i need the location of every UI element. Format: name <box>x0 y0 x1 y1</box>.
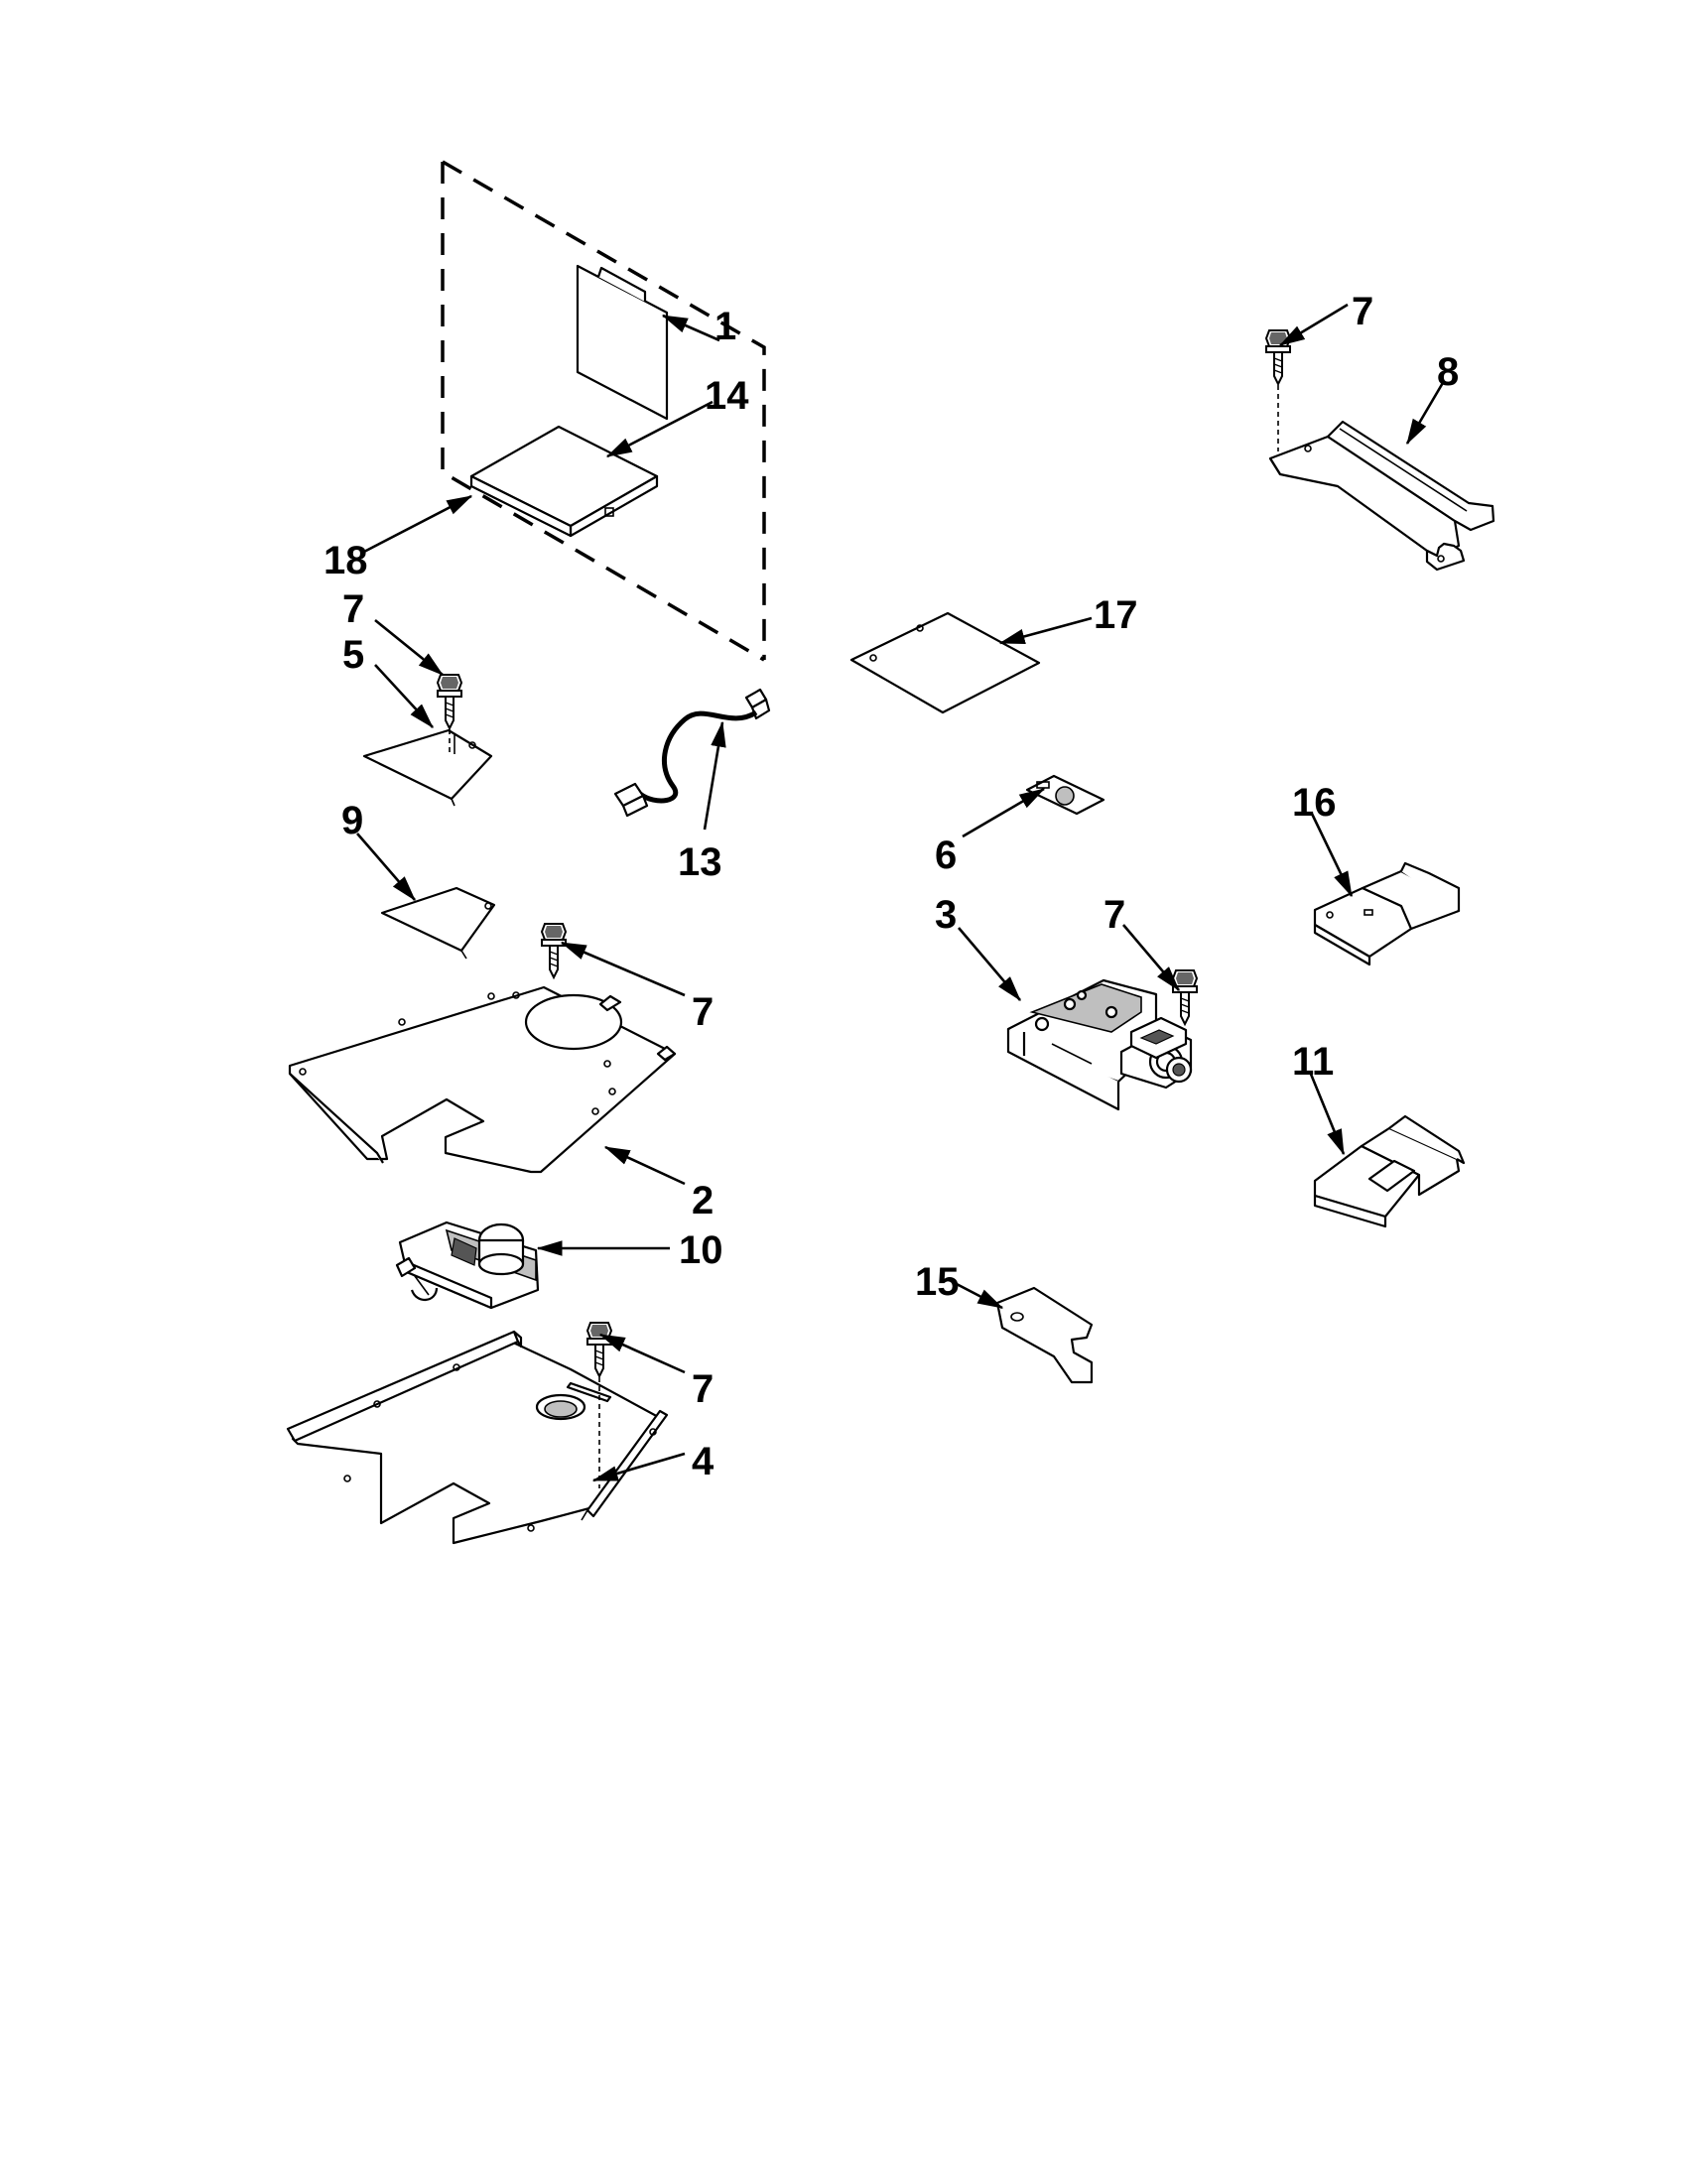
callout-8: 8 <box>1437 350 1459 394</box>
part-10-motor-assembly <box>395 1220 540 1310</box>
screw-icon <box>541 923 567 978</box>
callout-13: 13 <box>678 840 722 884</box>
part-17-sheet <box>849 611 1041 714</box>
screw-icon <box>1265 329 1291 385</box>
leader-lines <box>356 303 1446 1482</box>
callout-4: 4 <box>692 1440 714 1483</box>
callout-11: 11 <box>1292 1040 1334 1084</box>
callout-1: 1 <box>714 305 736 348</box>
part-8-bracket <box>1268 420 1495 572</box>
callout-2: 2 <box>692 1179 714 1222</box>
callout-10: 10 <box>679 1228 723 1272</box>
part-5-plate <box>362 728 493 807</box>
callout-17: 17 <box>1094 593 1138 637</box>
assembly-boundary-dashed <box>441 160 766 662</box>
callout-7: 7 <box>342 587 364 631</box>
callout-3: 3 <box>935 893 957 937</box>
part-4-lower-plate <box>286 1330 669 1545</box>
part-13-wire-harness <box>613 688 771 818</box>
callout-16: 16 <box>1292 781 1337 825</box>
callout-7: 7 <box>1104 893 1125 937</box>
callout-9: 9 <box>341 799 363 842</box>
callout-18: 18 <box>324 539 368 582</box>
part-1-panel <box>576 264 669 421</box>
part-3-valve-assembly <box>1006 978 1193 1111</box>
screw-icon <box>1172 969 1198 1025</box>
callout-14: 14 <box>705 374 749 418</box>
part-11-deflector <box>1313 1114 1466 1228</box>
callout-7: 7 <box>692 990 714 1034</box>
part-9-plate <box>380 886 496 960</box>
callout-6: 6 <box>935 834 957 877</box>
callout-7: 7 <box>1352 290 1373 333</box>
screw-icon <box>437 674 462 729</box>
part-2-large-plate <box>288 985 677 1174</box>
callout-labels: 1 14 18 7 5 9 13 7 2 10 7 4 7 8 17 6 3 7… <box>324 290 1459 1483</box>
callout-5: 5 <box>342 633 364 677</box>
callout-15: 15 <box>915 1260 960 1304</box>
screw-icon <box>586 1322 612 1377</box>
part-6-small-bracket <box>1025 774 1105 816</box>
callout-7: 7 <box>692 1367 714 1411</box>
part-14-tray <box>469 425 659 538</box>
part-16-deflector <box>1313 861 1461 966</box>
part-15-spacer <box>995 1286 1094 1384</box>
